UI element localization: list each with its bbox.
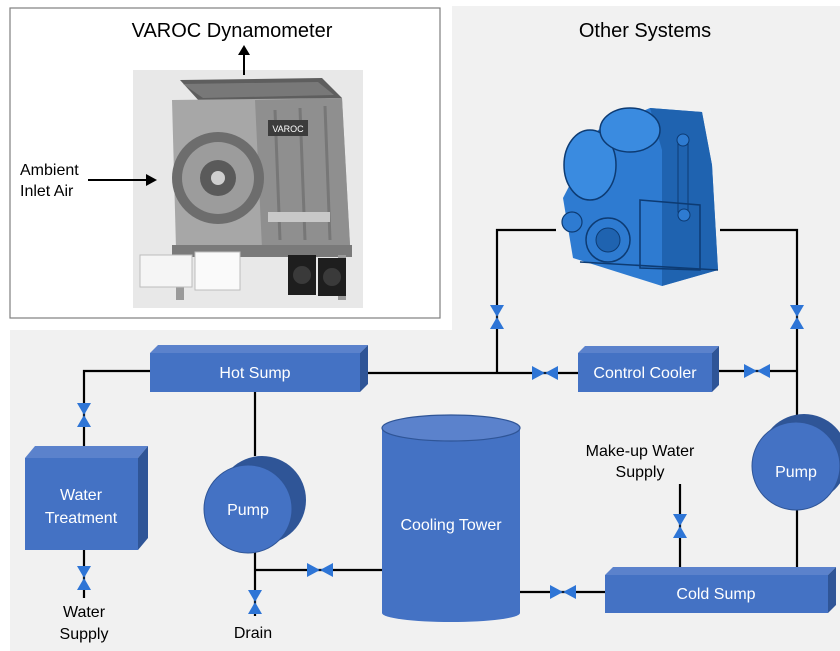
valve-water-supply — [77, 566, 91, 590]
inlet-label-line1: Ambient — [20, 162, 79, 179]
water-treatment-label-line1: Water — [60, 487, 103, 504]
valve-control-cooler-inlet — [532, 366, 558, 380]
water-treatment: Water Treatment — [25, 446, 148, 550]
dynamometer-photo: VAROC — [133, 70, 363, 308]
water-treatment-label-line2: Treatment — [45, 510, 118, 527]
valve-upper-right — [790, 305, 804, 329]
gearbox-machine-icon — [561, 107, 719, 286]
valve-upper-left — [490, 305, 504, 329]
pump-right-label: Pump — [775, 464, 817, 481]
exhaust-arrowhead — [238, 45, 250, 55]
drain-label: Drain — [234, 625, 272, 642]
dynamometer-title: VAROC Dynamometer — [132, 20, 333, 42]
hot-sump: Hot Sump — [150, 345, 368, 392]
makeup-water-label-line2: Supply — [616, 464, 665, 481]
control-cooler: Control Cooler — [578, 346, 719, 392]
other-systems-title: Other Systems — [579, 20, 711, 42]
inlet-label-line2: Inlet Air — [20, 183, 74, 200]
valve-tower-inlet — [307, 563, 333, 577]
cold-sump-label: Cold Sump — [676, 586, 755, 603]
cooling-tower-label: Cooling Tower — [400, 517, 502, 534]
water-supply-label-line2: Supply — [60, 626, 109, 643]
water-supply-label-line1: Water — [63, 604, 106, 621]
hot-sump-label: Hot Sump — [219, 365, 290, 382]
control-cooler-label: Control Cooler — [593, 365, 697, 382]
cooling-tower: Cooling Tower — [381, 414, 521, 622]
makeup-water-label-line1: Make-up Water — [586, 443, 695, 460]
photo-badge: VAROC — [272, 124, 304, 134]
valve-drain — [248, 590, 262, 614]
valve-makeup-water — [673, 514, 687, 538]
valve-cold-sump-inlet — [550, 585, 576, 599]
pump-left: Pump — [203, 456, 306, 554]
cold-sump: Cold Sump — [605, 567, 836, 613]
pump-right: Pump — [751, 414, 840, 511]
valve-water-treatment-inlet — [77, 403, 91, 427]
inlet-arrowhead — [146, 174, 157, 186]
valve-control-cooler-outlet — [744, 364, 770, 378]
pump-left-label: Pump — [227, 502, 269, 519]
